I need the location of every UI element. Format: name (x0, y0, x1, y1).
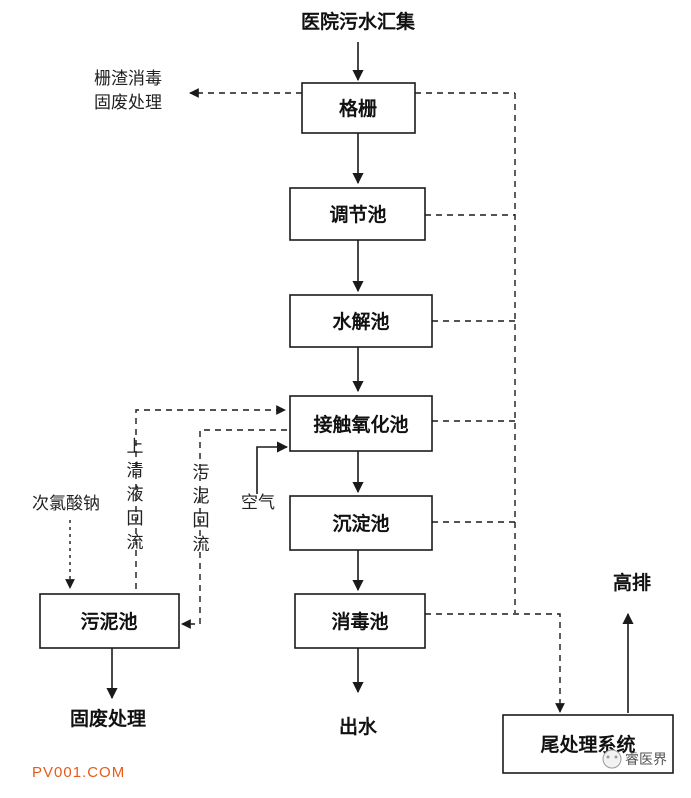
sludge-return-char-4: 流 (193, 535, 210, 555)
supernatant-char-3: 液 (127, 485, 144, 505)
wechat-icon-eye-right (614, 755, 618, 759)
air-supply-line (256, 441, 289, 494)
effluent-label: 出水 (339, 715, 378, 738)
supernatant-return-line (135, 405, 286, 589)
regulating-tank-label: 调节池 (329, 203, 386, 226)
sludge-return-label: 污 泥 回 流 (193, 463, 210, 555)
node-labels: 医院污水汇集 格栅 调节池 水解池 接触氧化池 沉淀池 消毒池 污泥池 尾处理系… (80, 10, 635, 756)
air-label: 空气 (241, 493, 275, 513)
sludge-return-line (181, 429, 287, 629)
box-hydrolysis-tank (289, 294, 433, 348)
box-contact-oxidation-tank (289, 395, 433, 452)
supernatant-char-5: 流 (127, 533, 144, 553)
sodium-hypochlorite-label: 次氯酸钠 (32, 494, 100, 514)
disinfection-tank-label: 消毒池 (331, 610, 388, 633)
box-sedimentation-tank (289, 495, 433, 551)
site-watermark: PV001.COM (32, 764, 125, 781)
dashed-lines (65, 88, 565, 713)
source-label: 医院污水汇集 (301, 10, 416, 33)
supernatant-char-2: 清 (127, 461, 144, 481)
sludge-return-char-1: 污 (193, 463, 210, 483)
brand-watermark: 睿医界 (602, 749, 667, 769)
screenings-label-line1: 栅渣消毒 (94, 69, 162, 89)
main-flow-lines (106, 42, 634, 713)
annotation-labels: 栅渣消毒 固废处理 出水 固废处理 高排 空气 次氯酸钠 上 清 液 回 流 污… (32, 69, 651, 738)
sludge-return-char-2: 泥 (193, 487, 210, 507)
box-sludge-tank (39, 593, 180, 649)
sludge-tank-label: 污泥池 (80, 610, 137, 633)
brand-watermark-text: 睿医界 (625, 752, 667, 768)
watermarks: PV001.COM 睿医界 (32, 749, 667, 781)
solid-waste-label: 固废处理 (70, 707, 146, 730)
screenings-label-line2: 固废处理 (94, 93, 162, 113)
wechat-icon-eye-left (606, 755, 610, 759)
box-disinfection-tank (294, 593, 426, 649)
wechat-icon (602, 749, 622, 769)
sedimentation-tank-label: 沉淀池 (332, 512, 389, 535)
sludge-return-char-3: 回 (193, 511, 210, 531)
supernatant-char-4: 回 (127, 509, 144, 529)
grille-label: 格栅 (339, 97, 377, 120)
supernatant-char-1: 上 (127, 437, 144, 457)
box-regulating-tank (289, 187, 426, 241)
box-tail-treatment (502, 714, 674, 774)
hydrolysis-tank-label: 水解池 (332, 310, 389, 333)
tail-treatment-label: 尾处理系统 (540, 733, 635, 756)
offgas-line-to-tail-treatment (425, 613, 565, 713)
high-emission-label: 高排 (613, 571, 651, 594)
box-grille (301, 82, 416, 134)
supernatant-return-label: 上 清 液 回 流 (127, 437, 144, 553)
process-boxes (39, 82, 674, 774)
contact-oxidation-tank-label: 接触氧化池 (313, 413, 408, 436)
